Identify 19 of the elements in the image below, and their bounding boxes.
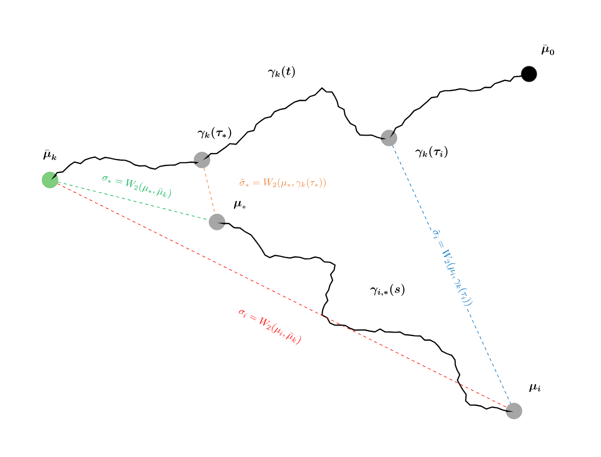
point-label: $\boldsymbol{\gamma_k(\tau_*)}$ bbox=[198, 127, 232, 139]
dashed-line bbox=[57, 183, 507, 408]
edge-label: $\boldsymbol{\gamma_{i,*}(s)}$ bbox=[369, 282, 407, 298]
curve bbox=[202, 87, 386, 160]
dashed-line bbox=[58, 182, 210, 220]
point-label: $\bar{\boldsymbol{\mu}}_{\boldsymbol{0}}$ bbox=[542, 44, 554, 55]
edge-label: $\tilde{\sigma}_* = W_2(\mu_*, \gamma_k(\tau_*))$ bbox=[238, 177, 328, 189]
edge-label: $\boldsymbol{\gamma_k(t)}$ bbox=[266, 65, 298, 79]
edge-label: $\sigma_i = W_2(\mu_i, \bar{\mu}_k)$ bbox=[236, 304, 304, 348]
curve bbox=[390, 74, 525, 138]
dashed-line bbox=[204, 168, 216, 214]
point-label: $\boldsymbol{\gamma_k(\tau_i)}$ bbox=[415, 146, 448, 158]
curve bbox=[217, 222, 514, 412]
point-label: $\boldsymbol{\mu_i}$ bbox=[529, 384, 540, 392]
edge-label: $\tilde{\sigma}_i = W_2(\mu_i, \gamma_k(\tau_i))$ bbox=[428, 226, 476, 310]
point-label: $\bar{\boldsymbol{\mu}}_{\boldsymbol{k}}$ bbox=[43, 150, 56, 160]
point-label: $\boldsymbol{\mu}_*$ bbox=[234, 200, 246, 209]
curve bbox=[50, 156, 200, 180]
edge-label: $\sigma_* = W_2(\mu_*, \bar{\mu}_k)$ bbox=[100, 171, 174, 201]
